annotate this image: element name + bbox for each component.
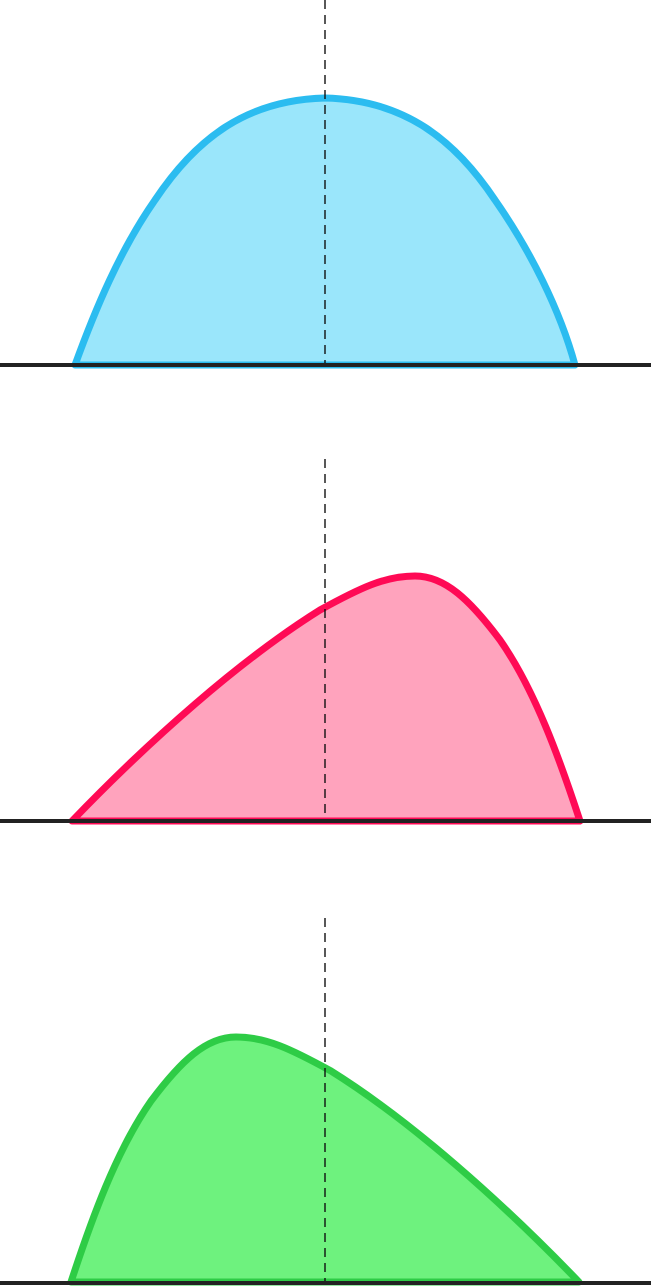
symmetric-distribution-panel	[0, 0, 651, 369]
positively-skewed-distribution-panel	[0, 918, 651, 1286]
negatively-skewed-distribution-curve	[68, 572, 584, 825]
negatively-skewed-distribution-panel	[0, 459, 651, 825]
